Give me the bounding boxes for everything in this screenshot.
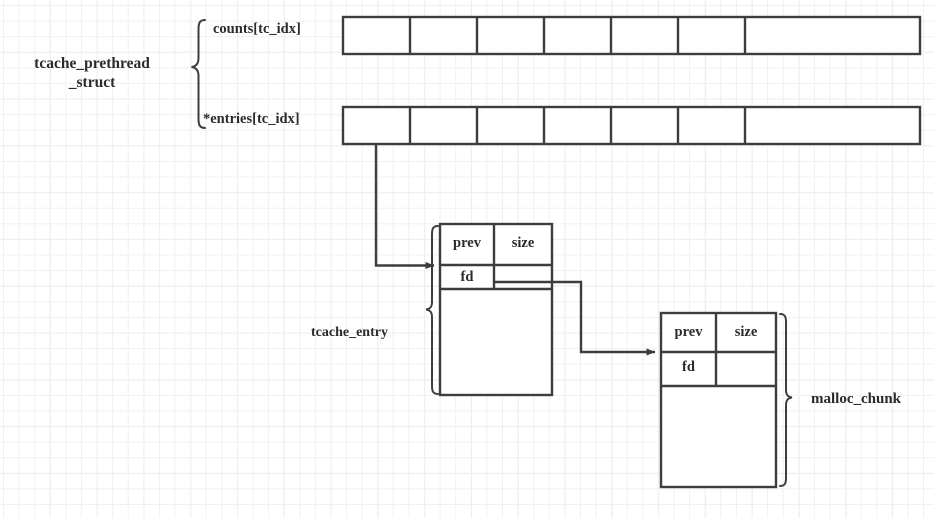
malloc-chunk-field-prev: prev [674,324,703,340]
brace-malloc-chunk [779,313,793,487]
malloc-chunk-field-size: size [734,324,758,340]
tcache-entry-field-prev: prev [453,235,481,251]
brace-tcache-entry [425,225,439,395]
malloc-chunk [659,311,778,489]
tcache-entry-field-fd: fd [460,269,474,285]
tcache-entry-field-size: size [511,235,535,251]
entries-array [341,105,922,146]
label-tcache-prethread-struct: tcache_prethread _struct [8,55,176,93]
malloc-chunk-field-fd: fd [682,359,695,375]
label-entries-array: *entries[tc_idx] [203,111,300,127]
tcache-entry-chunk [438,222,554,397]
label-struct-line2: _struct [68,73,116,91]
connector-entries-to-tcache-entry [374,145,435,269]
brace-tcache-prethread-struct [191,19,206,129]
label-struct-line1: tcache_prethread [34,55,150,72]
label-tcache-entry: tcache_entry [311,325,388,340]
connector-tcache-fd-to-malloc-chunk [494,280,656,356]
label-malloc-chunk: malloc_chunk [811,391,902,407]
label-counts-array: counts[tc_idx] [213,21,301,37]
counts-array [341,15,922,56]
